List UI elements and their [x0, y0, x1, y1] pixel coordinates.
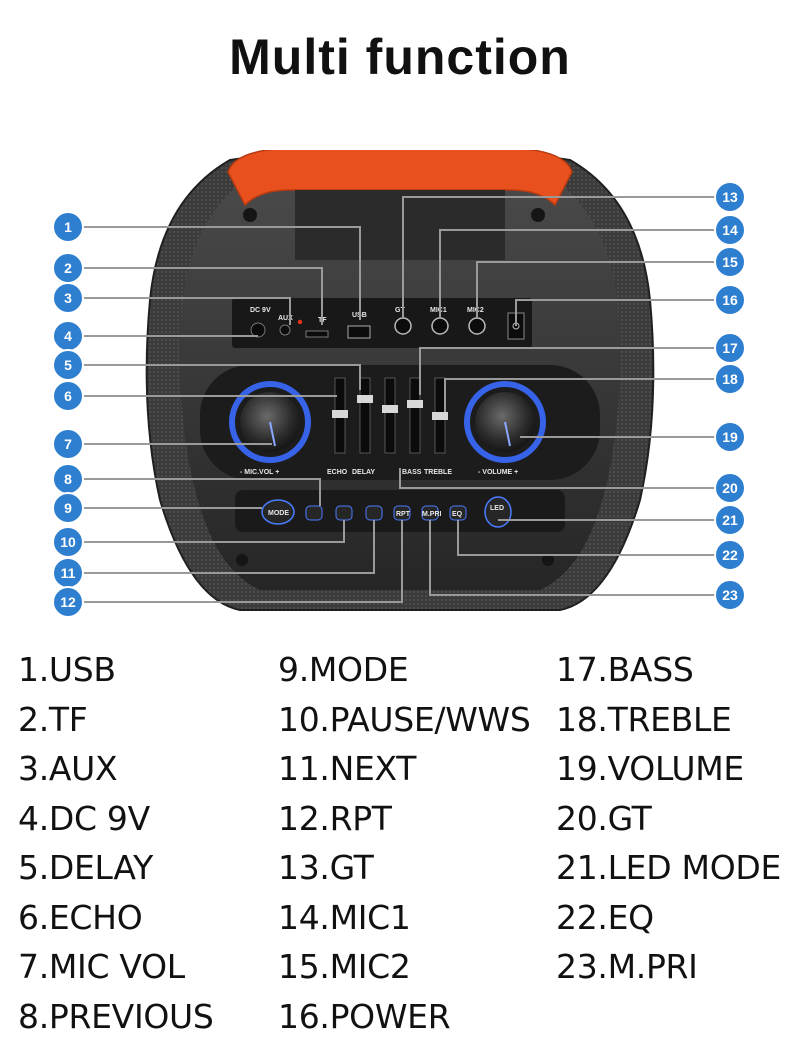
control-panel: - MIC.VOL + - VOLUME + ECHO DELAY BASS T… [200, 365, 600, 480]
badge-2: 2 [52, 252, 84, 284]
svg-text:2: 2 [64, 260, 72, 276]
svg-text:5: 5 [64, 357, 72, 373]
badge-6: 6 [52, 380, 84, 412]
delay-label: DELAY [352, 469, 375, 476]
legend-item: 1.USB [18, 650, 116, 689]
legend-item: 2.TF [18, 699, 88, 739]
svg-text:16: 16 [722, 292, 738, 308]
svg-text:12: 12 [60, 594, 76, 610]
badge-8: 8 [52, 463, 84, 495]
mic2-label: MIC2 [467, 307, 484, 314]
legend-item: 5.DELAY [18, 848, 153, 887]
badge-12: 12 [52, 586, 84, 618]
legend-item: 12.RPT [278, 798, 392, 838]
svg-text:22: 22 [722, 547, 738, 563]
legend-item: 14.MIC1 [278, 897, 411, 937]
badge-11: 11 [52, 557, 84, 589]
treble-label: TREBLE [424, 469, 452, 476]
badge-23: 23 [714, 579, 746, 611]
speaker-diagram: DC 9V AUX TF USB GT MIC1 MIC2 - MIC.VOL … [52, 150, 746, 618]
legend-item: 23.M.PRI [556, 947, 698, 986]
badge-18: 18 [714, 363, 746, 395]
badge-17: 17 [714, 332, 746, 364]
legend-item: 9.MODE [278, 650, 409, 689]
badge-5: 5 [52, 349, 84, 381]
mode-label: MODE [268, 510, 289, 517]
screws [236, 208, 554, 566]
mic-vol-label: - MIC.VOL + [240, 469, 279, 476]
svg-text:6: 6 [64, 388, 72, 404]
badge-15: 15 [714, 246, 746, 278]
handle-recess [295, 190, 505, 260]
legend-item: 22.EQ [556, 897, 654, 937]
mic1-label: MIC1 [430, 307, 447, 314]
svg-text:13: 13 [722, 189, 738, 205]
badge-3: 3 [52, 282, 84, 314]
handle [227, 150, 573, 207]
svg-text:9: 9 [64, 500, 72, 516]
badge-7: 7 [52, 428, 84, 460]
badge-16: 16 [714, 284, 746, 316]
legend-item: 19.VOLUME [556, 749, 744, 788]
svg-text:4: 4 [64, 328, 72, 344]
legend-item: 17.BASS [556, 650, 694, 689]
legend-item: 8.PREVIOUS [18, 996, 214, 1036]
legend-item: 6.ECHO [18, 897, 143, 937]
legend-item: 18.TREBLE [556, 699, 732, 739]
badge-20: 20 [714, 472, 746, 504]
svg-text:15: 15 [722, 254, 738, 270]
svg-text:10: 10 [60, 534, 76, 550]
badge-10: 10 [52, 526, 84, 558]
badge-19: 19 [714, 421, 746, 453]
svg-text:18: 18 [722, 371, 738, 387]
legend-item: 16.POWER [278, 996, 451, 1036]
svg-text:1: 1 [64, 219, 72, 235]
badges-left: 1 2 3 4 5 6 7 8 9 10 11 12 [52, 211, 84, 618]
mpri-label: M.PRI [422, 511, 442, 518]
legend-item: 15.MIC2 [278, 947, 411, 986]
svg-text:21: 21 [722, 512, 738, 528]
button-row: MODE RPT M.PRI EQ LED [235, 490, 565, 532]
legend-item: 7.MIC VOL [18, 947, 185, 986]
svg-text:8: 8 [64, 471, 72, 487]
page-title: Multi function [229, 29, 571, 85]
legend-item: 4.DC 9V [18, 798, 150, 838]
gt-label: GT [395, 307, 405, 314]
io-panel: DC 9V AUX TF USB GT MIC1 MIC2 [232, 298, 532, 348]
echo-label: ECHO [327, 469, 348, 476]
legend-column-2: 9.MODE 10.PAUSE/WWS 11.NEXT 12.RPT 13.GT… [278, 650, 531, 1046]
legend-item: 13.GT [278, 848, 374, 887]
svg-text:17: 17 [722, 340, 738, 356]
svg-text:14: 14 [722, 222, 738, 238]
leader-lines [80, 196, 718, 603]
led-label: LED [490, 505, 504, 512]
svg-text:19: 19 [722, 429, 738, 445]
legend-item: 11.NEXT [278, 749, 417, 788]
badge-1: 1 [52, 211, 84, 243]
rpt-label: RPT [396, 511, 411, 518]
svg-text:3: 3 [64, 290, 72, 306]
legend-item: 20.GT [556, 798, 652, 838]
bass-label: BASS [402, 469, 422, 476]
badge-13: 13 [714, 181, 746, 213]
badge-9: 9 [52, 492, 84, 524]
volume-label: - VOLUME + [478, 469, 518, 476]
badge-22: 22 [714, 539, 746, 571]
legend-item: 10.PAUSE/WWS [278, 699, 531, 739]
svg-text:23: 23 [722, 587, 738, 603]
badges-right: 13 14 15 16 17 18 19 20 21 22 23 [714, 181, 746, 611]
badge-4: 4 [52, 320, 84, 352]
eq-label: EQ [452, 511, 463, 518]
svg-text:7: 7 [64, 436, 72, 452]
aux-label: AUX [278, 315, 293, 322]
legend-item: 21.LED MODE [556, 848, 782, 887]
svg-text:11: 11 [61, 565, 76, 581]
badge-21: 21 [714, 504, 746, 536]
svg-text:20: 20 [722, 480, 738, 496]
legend-item: 3.AUX [18, 749, 118, 788]
dc9v-label: DC 9V [250, 307, 271, 314]
legend-column-3: 17.BASS 18.TREBLE 19.VOLUME 20.GT 21.LED… [556, 650, 781, 997]
legend-column-1: 1.USB 2.TF 3.AUX 4.DC 9V 5.DELAY 6.ECHO … [18, 650, 214, 1046]
badge-14: 14 [714, 214, 746, 246]
